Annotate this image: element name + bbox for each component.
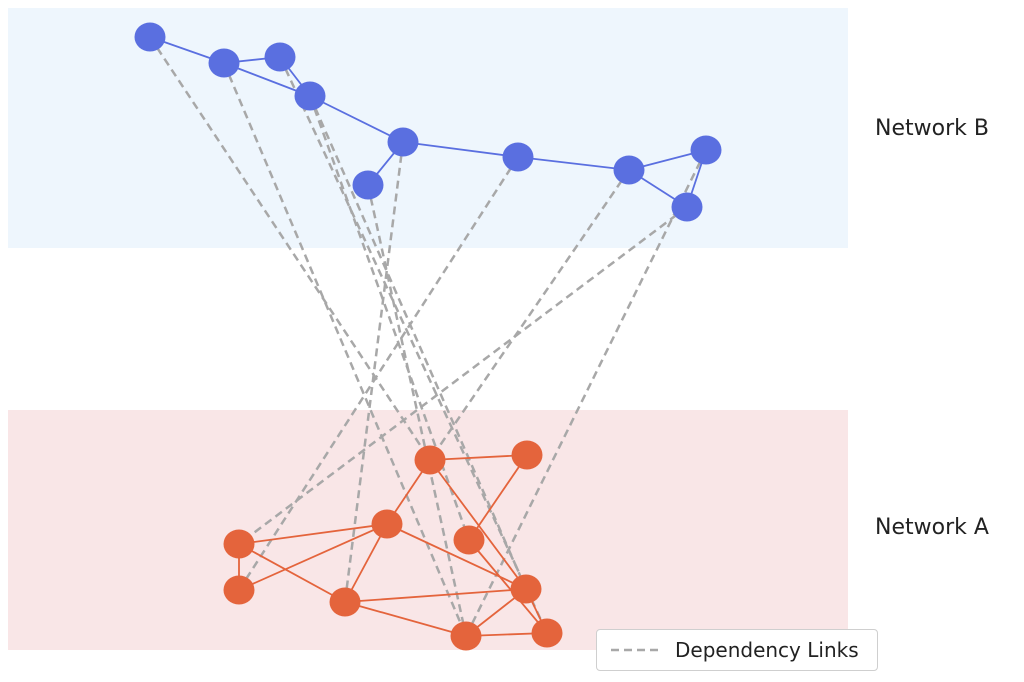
network-b-node (294, 81, 326, 111)
network-a-node (371, 509, 403, 539)
dependency-link (366, 184, 468, 637)
network-a-node (414, 445, 446, 475)
legend-dependency-label: Dependency Links (675, 638, 859, 662)
network-b-node (502, 142, 534, 172)
network-b-node (134, 22, 166, 52)
dashed-line-icon (611, 648, 659, 652)
dependency-link (238, 206, 688, 545)
network-b-node (264, 42, 296, 72)
network-b-label: Network B (875, 116, 989, 141)
network-b-node (613, 155, 645, 185)
nodes-layer (134, 22, 722, 651)
dependency-link (237, 156, 520, 591)
network-b-node (690, 135, 722, 165)
network-b-band (8, 8, 848, 248)
network-b-node (208, 48, 240, 78)
network-a-edge (344, 601, 467, 637)
network-a-edge (238, 543, 346, 603)
network-a-edge (238, 523, 388, 591)
dependency-link (278, 56, 549, 634)
network-a-node (453, 525, 485, 555)
network-a-edge (386, 523, 527, 590)
network-b-node (671, 192, 703, 222)
network-b-node (387, 127, 419, 157)
network-a-label: Network A (875, 515, 989, 540)
network-b-node (352, 170, 384, 200)
network-a-edge (429, 459, 527, 590)
network-a-node (329, 587, 361, 617)
network-a-edge (344, 523, 388, 603)
network-a-edge (238, 523, 388, 545)
dependency-link (148, 36, 432, 461)
network-b-edge (402, 141, 519, 158)
network-a-edge (429, 454, 528, 461)
network-a-node (510, 574, 542, 604)
network-b-edge (517, 156, 630, 171)
network-a-edge (344, 588, 527, 603)
network-a-node (223, 529, 255, 559)
network-b-edge (309, 95, 404, 143)
network-a-node (223, 575, 255, 605)
network-a-node (450, 621, 482, 651)
network-a-edge (468, 539, 548, 634)
legend: Dependency Links (596, 629, 878, 671)
network-a-node (531, 618, 563, 648)
dependency-link (308, 95, 528, 590)
dependency-link (428, 169, 631, 461)
network-a-node (511, 440, 543, 470)
